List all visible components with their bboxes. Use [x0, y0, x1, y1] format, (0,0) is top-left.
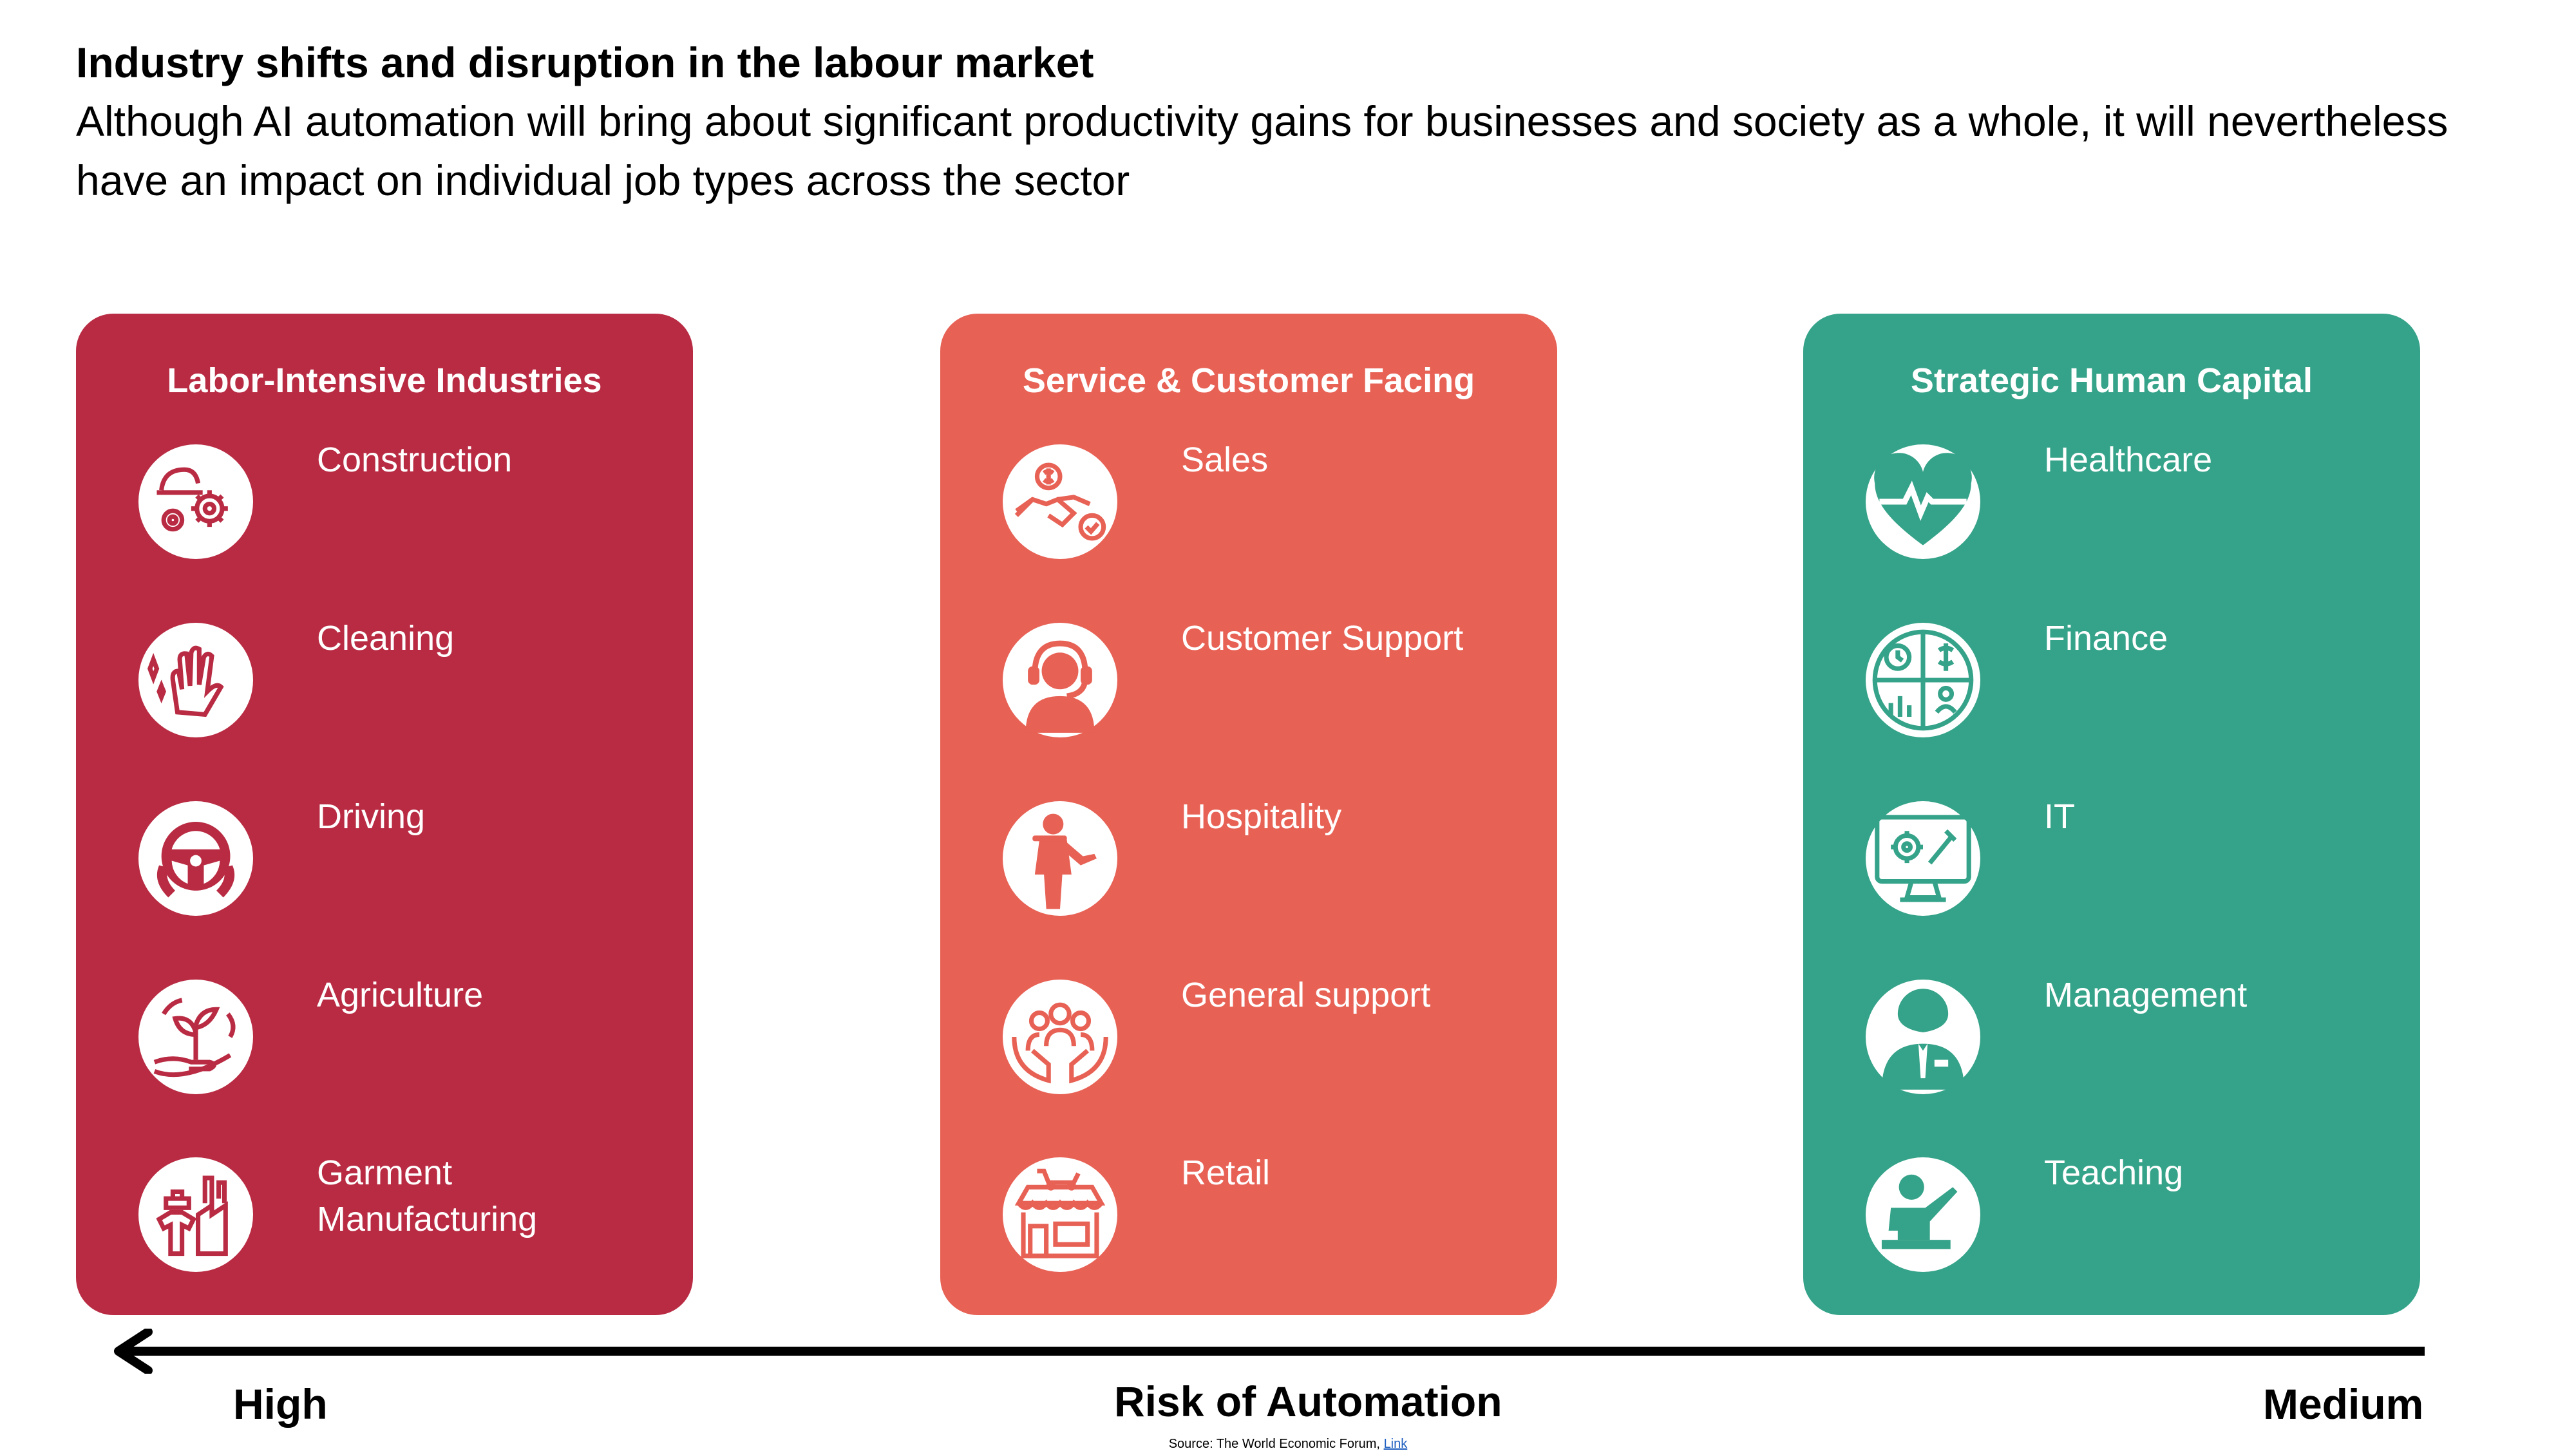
list-item-label: Sales [1181, 441, 1269, 479]
manager-person-icon [1866, 980, 1980, 1094]
list-item-finance: Finance [1803, 619, 2420, 784]
list-item-healthcare: Healthcare [1803, 441, 2420, 605]
list-item-cleaning: Cleaning [76, 619, 693, 784]
shop-cart-icon [1003, 1157, 1117, 1272]
panel-service-customer: Service & Customer Facing Sales Customer… [940, 314, 1557, 1315]
page-title: Industry shifts and disruption in the la… [76, 39, 1094, 86]
list-item-general-support: General support [940, 976, 1557, 1141]
list-item-driving: Driving [76, 797, 693, 962]
list-item-label: Retail [1181, 1153, 1271, 1192]
waiter-icon [1003, 801, 1117, 916]
axis-label-high: High [233, 1380, 328, 1428]
page-subtitle: Although AI automation will bring about … [76, 97, 2448, 204]
teacher-board-icon [1866, 1157, 1980, 1272]
panel-labor-intensive: Labor-Intensive Industries Construction … [76, 314, 693, 1315]
list-item-label: Finance [2044, 619, 2168, 658]
list-item-label: Hospitality [1181, 797, 1342, 836]
list-item-sales: Sales [940, 441, 1557, 605]
list-item-label: Garment Manufacturing [317, 1153, 538, 1238]
axis-title: Risk of Automation [1114, 1378, 1502, 1425]
list-item-label: Construction [317, 441, 513, 479]
handshake-dollar-icon [1003, 444, 1117, 559]
list-item-agriculture: Agriculture [76, 976, 693, 1141]
list-item-garment-manufacturing: Garment Manufacturing [76, 1153, 693, 1318]
list-item-label: Healthcare [2044, 441, 2213, 479]
plant-in-hand-icon [138, 980, 253, 1094]
axis-label-medium: Medium [2263, 1380, 2424, 1428]
construction-gears-icon [138, 444, 253, 559]
risk-axis-arrow [114, 1329, 2425, 1374]
heart-pulse-icon [1866, 444, 1980, 559]
factory-garment-icon [138, 1157, 253, 1272]
people-in-hands-icon [1003, 980, 1117, 1094]
list-item-retail: Retail [940, 1153, 1557, 1318]
list-item-customer-support: Customer Support [940, 619, 1557, 784]
list-item-label: IT [2044, 797, 2075, 836]
cleaning-hand-icon [138, 623, 253, 737]
list-item-it: IT [1803, 797, 2420, 962]
list-item-construction: Construction [76, 441, 693, 605]
list-item-label: Customer Support [1181, 619, 1464, 658]
source-link[interactable]: Link [1383, 1437, 1408, 1451]
source-note: Source: The World Economic Forum, Link [0, 1437, 2576, 1451]
finance-pie-icon [1866, 623, 1980, 737]
list-item-hospitality: Hospitality [940, 797, 1557, 962]
list-item-management: Management [1803, 976, 2420, 1141]
steering-wheel-icon [138, 801, 253, 916]
panel-heading: Service & Customer Facing [1022, 361, 1475, 400]
list-item-label: Cleaning [317, 619, 455, 658]
panel-heading: Strategic Human Capital [1910, 361, 2313, 400]
source-text: Source: The World Economic Forum, [1168, 1437, 1380, 1451]
monitor-gear-icon [1866, 801, 1980, 916]
list-item-label: Driving [317, 797, 426, 836]
headset-agent-icon [1003, 623, 1117, 737]
panel-strategic-human-capital: Strategic Human Capital Healthcare Finan… [1803, 314, 2420, 1315]
panel-heading: Labor-Intensive Industries [167, 361, 602, 400]
list-item-label: Agriculture [317, 976, 484, 1014]
list-item-teaching: Teaching [1803, 1153, 2420, 1318]
list-item-label: General support [1181, 976, 1431, 1014]
list-item-label: Management [2044, 976, 2248, 1014]
list-item-label: Teaching [2044, 1153, 2184, 1192]
